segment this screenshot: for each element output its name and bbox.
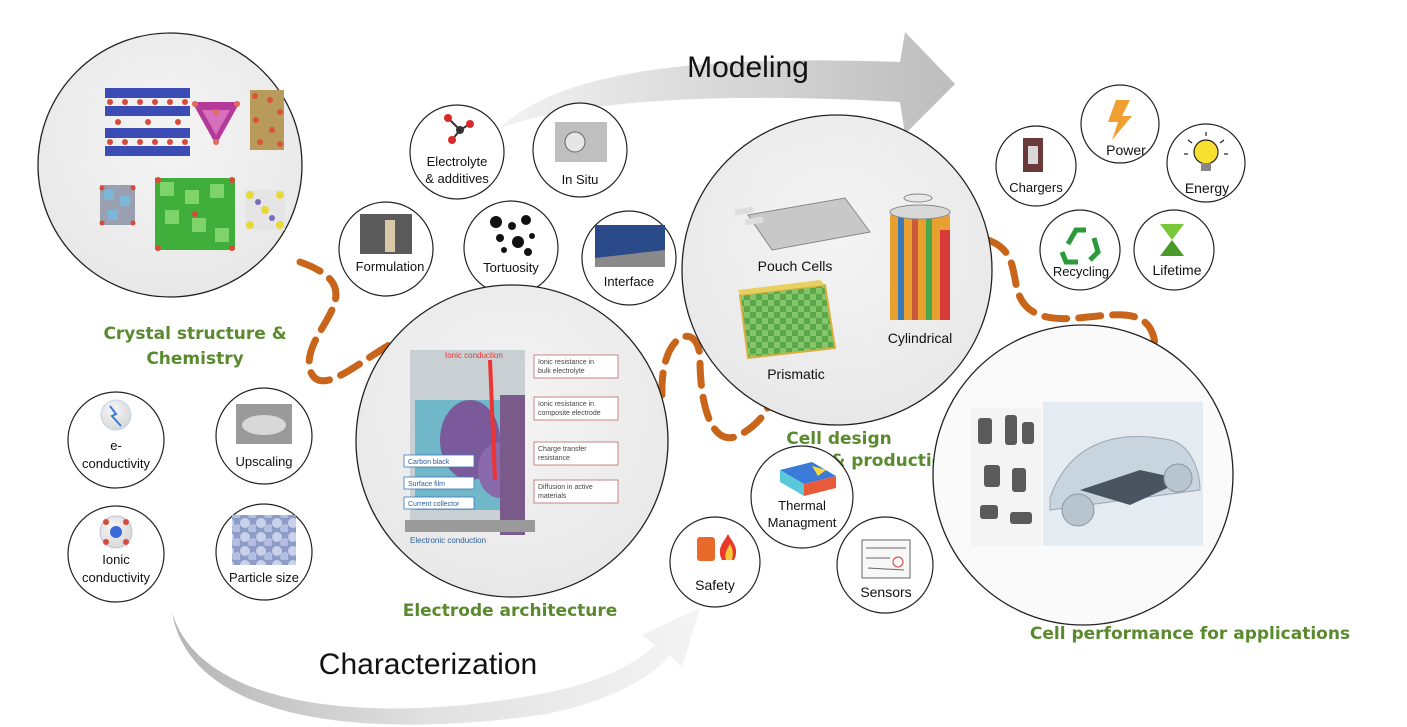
modeling-label: Modeling xyxy=(687,51,809,84)
particle-size-label: Particle size xyxy=(229,570,299,585)
ionic-conduction-text: Ionic conduction xyxy=(445,351,503,360)
modeling-arrow: Modeling xyxy=(500,32,955,134)
interface-label: Interface xyxy=(604,274,655,289)
bubble-sensors: Sensors xyxy=(836,516,934,614)
ionic-label-2: conductivity xyxy=(82,570,150,585)
crystal-cubic-image xyxy=(99,185,136,226)
bubble-ionic-conductivity: Ionic conductivity xyxy=(67,505,165,603)
e-conductivity-label: e- xyxy=(110,438,122,453)
resistance-1a: Ionic resistance in xyxy=(538,359,594,366)
prismatic-label: Prismatic xyxy=(767,366,825,382)
pouch-label: Pouch Cells xyxy=(758,258,833,274)
connector-electrode-cell xyxy=(658,332,776,441)
resistance-4b: materials xyxy=(538,493,567,500)
connector-crystal-electrode xyxy=(296,258,402,385)
sensors-label: Sensors xyxy=(860,584,911,600)
crystal-triangle-image xyxy=(192,101,240,145)
tortuosity-label: Tortuosity xyxy=(483,260,539,275)
chargers-label: Chargers xyxy=(1009,180,1063,195)
bubble-e-conductivity: e- conductivity xyxy=(67,391,165,489)
crystal-green-image xyxy=(155,177,235,251)
upscaling-label: Upscaling xyxy=(235,454,292,469)
bubble-power: Power xyxy=(1080,84,1160,164)
cell-performance-circle xyxy=(932,324,1234,626)
hourglass-icon xyxy=(1160,224,1184,256)
bubble-safety: Safety xyxy=(669,516,761,608)
pouch-cell-image xyxy=(734,197,871,251)
bubble-chargers: Chargers xyxy=(995,125,1077,207)
resistance-1b: bulk electrolyte xyxy=(538,368,585,375)
electrode-figure: Ionic conduction Electronic conduction C… xyxy=(403,350,619,545)
recycling-label: Recycling xyxy=(1053,264,1109,279)
recycling-icon xyxy=(1059,227,1101,265)
crystal-section-title-line2: Chemistry xyxy=(146,349,243,369)
electrolyte-label: Electrolyte xyxy=(427,154,488,169)
dashed-connectors xyxy=(296,236,1159,441)
resistance-3b: resistance xyxy=(538,455,570,462)
crystal-brown-image xyxy=(250,90,284,150)
resistance-2a: Ionic resistance in xyxy=(538,401,594,408)
thermal-label: Thermal xyxy=(778,498,826,513)
lightbulb-icon xyxy=(1184,132,1228,171)
cylindrical-cell-image xyxy=(889,193,951,320)
connector-cell-performance xyxy=(984,236,1159,349)
molecule-icon xyxy=(444,114,474,144)
bubble-upscaling: Upscaling xyxy=(215,387,313,485)
bubble-thermal: Thermal Managment xyxy=(750,445,854,549)
electric-car-image xyxy=(1043,402,1203,546)
safety-label: Safety xyxy=(695,577,735,593)
electrolyte-label-2: & additives xyxy=(425,171,489,186)
formulation-label: Formulation xyxy=(356,259,425,274)
thermal-label-2: Managment xyxy=(768,515,837,530)
battery-fire-icon xyxy=(697,534,737,561)
e-conductivity-label-2: conductivity xyxy=(82,456,150,471)
resistance-2b: composite electrode xyxy=(538,410,601,417)
crystal-layered-image xyxy=(105,88,190,156)
bubble-in-situ: In Situ xyxy=(532,102,628,198)
characterization-label: Characterization xyxy=(319,648,537,681)
characterization-arrow: Characterization xyxy=(172,608,700,725)
thermal-map-icon xyxy=(780,462,836,496)
sensor-schematic-icon xyxy=(861,539,911,579)
crystal-yellow-image xyxy=(245,190,285,230)
crystal-structure-circle xyxy=(37,32,303,298)
carbon-black-text: Carbon black xyxy=(408,459,450,466)
electrode-section-title: Electrode architecture xyxy=(403,601,618,621)
surface-film-text: Surface film xyxy=(408,481,445,488)
lifetime-label: Lifetime xyxy=(1152,262,1201,278)
tortuosity-image xyxy=(490,215,535,256)
cell-design-title-line2: & production xyxy=(830,451,955,471)
lightning-bolt-icon xyxy=(1108,100,1132,140)
electrode-architecture-circle: Ionic conduction Electronic conduction C… xyxy=(355,284,669,598)
energy-label: Energy xyxy=(1185,180,1229,196)
ionic-label: Ionic xyxy=(102,552,130,567)
crystal-section-title: Crystal structure & xyxy=(103,324,286,344)
bubble-particle-size: Particle size xyxy=(215,503,313,601)
power-tools-sketch-image xyxy=(971,408,1041,546)
current-collector-text: Current collector xyxy=(408,501,460,508)
resistance-4a: Diffusion in active xyxy=(538,484,593,491)
resistance-3a: Charge transfer xyxy=(538,446,587,453)
particles-image xyxy=(232,515,296,565)
cylindrical-label: Cylindrical xyxy=(888,330,953,346)
bubble-lifetime: Lifetime xyxy=(1133,209,1215,291)
bubble-interface: Interface xyxy=(581,210,677,306)
bubble-tortuosity: Tortuosity xyxy=(463,200,559,296)
bubble-electrolyte: Electrolyte & additives xyxy=(409,104,505,200)
electronic-conduction-text: Electronic conduction xyxy=(410,536,486,545)
bubble-energy: Energy xyxy=(1166,123,1246,203)
power-label: Power xyxy=(1106,142,1146,158)
cell-design-title: Cell design xyxy=(786,429,892,449)
bubble-formulation: Formulation xyxy=(338,201,434,297)
cell-design-circle: Pouch Cells Prismatic Cylindrical xyxy=(681,114,993,426)
prismatic-cell-image xyxy=(738,280,837,360)
performance-section-title: Cell performance for applications xyxy=(1030,624,1350,644)
bubble-recycling: Recycling xyxy=(1039,209,1121,291)
in-situ-label: In Situ xyxy=(562,172,599,187)
